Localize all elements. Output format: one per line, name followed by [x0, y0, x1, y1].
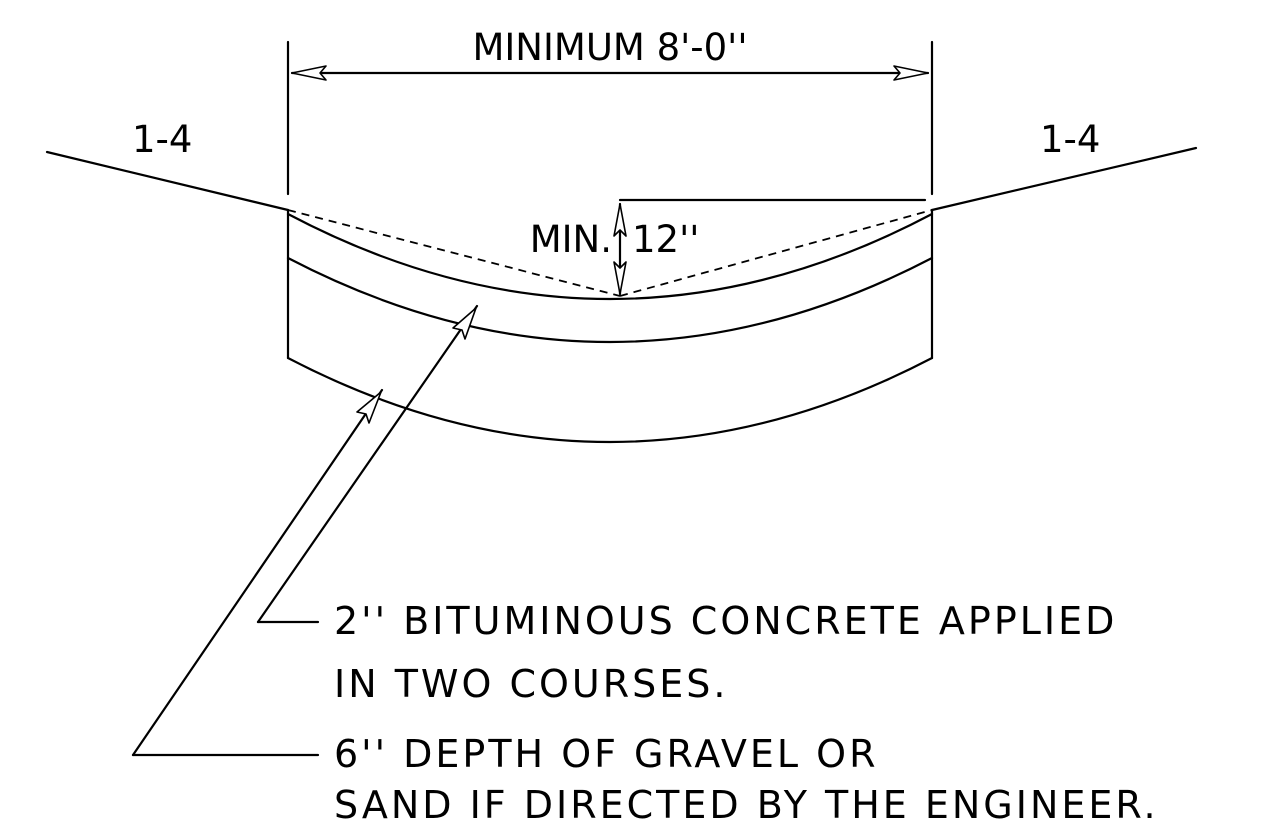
- depth-arrow-down: [613, 261, 627, 295]
- bituminous-note-line-1: 2'' BITUMINOUS CONCRETE APPLIED: [334, 599, 1117, 643]
- width-arrow-right: [893, 65, 929, 81]
- depth-arrow-up: [613, 203, 627, 237]
- bituminous-leader-arrow: [452, 307, 477, 340]
- depth-label-prefix: MIN.: [530, 218, 612, 261]
- gravel-note-line-1: 6'' DEPTH OF GRAVEL OR: [334, 732, 879, 776]
- dashed-right-reference: [619, 209, 933, 297]
- bituminous-leader-line: [256, 304, 479, 624]
- bituminous-note-line-2: IN TWO COURSES.: [334, 662, 728, 706]
- right-slope-label: 1-4: [1040, 118, 1100, 161]
- width-dimension-label: MINIMUM 8'-0'': [472, 26, 747, 69]
- gutter-surface-curve: [286, 212, 934, 300]
- width-arrow-left: [291, 65, 327, 81]
- right-ground-slope-line: [930, 146, 1198, 212]
- gravel-leader-arrow: [356, 391, 382, 424]
- course-interface-curve: [286, 256, 934, 343]
- gravel-note-line-2: SAND IF DIRECTED BY THE ENGINEER.: [334, 783, 1159, 825]
- dashed-left-reference: [287, 209, 621, 297]
- gravel-leader-line: [131, 388, 384, 757]
- left-slope-label: 1-4: [132, 118, 192, 161]
- gravel-base-curve: [286, 356, 934, 443]
- left-ground-slope-line: [45, 150, 290, 212]
- depth-label-value: 12'': [632, 218, 699, 261]
